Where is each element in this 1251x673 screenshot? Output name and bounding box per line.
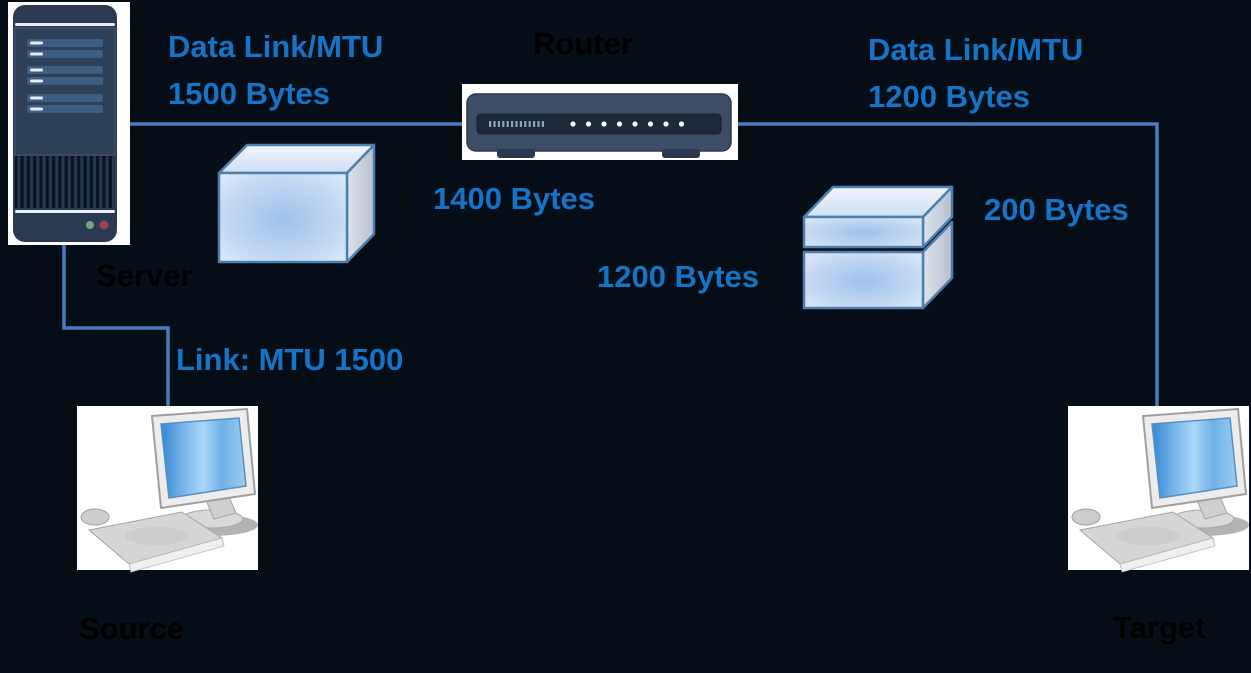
server-image bbox=[8, 2, 130, 245]
link-server-to-source bbox=[62, 244, 170, 406]
label-packet-1400-bytes: 1400 Bytes bbox=[433, 181, 596, 216]
source-computer-image bbox=[76, 405, 259, 573]
packet-1200-front-face bbox=[802, 250, 925, 310]
brace-1200-bytes bbox=[771, 248, 795, 309]
label-target: Target bbox=[1113, 610, 1206, 645]
brace-200-bytes bbox=[954, 188, 976, 224]
label-packet-1200-bytes: 1200 Bytes bbox=[597, 259, 760, 294]
target-computer-image bbox=[1067, 405, 1250, 573]
label-link-mtu-1500: Link: MTU 1500 bbox=[176, 342, 404, 377]
router-face-inset bbox=[476, 113, 722, 135]
server-vent-grille bbox=[15, 156, 115, 208]
server-bay-latches bbox=[30, 41, 43, 111]
label-datalink-mtu-1200: Data Link/MTU 1200 Bytes bbox=[868, 32, 1084, 114]
packet-box-1400 bbox=[217, 143, 376, 264]
packet-box-fragments bbox=[802, 185, 954, 310]
server-bottom-trim bbox=[15, 210, 115, 213]
router-image bbox=[462, 84, 738, 160]
server-top-trim bbox=[15, 23, 115, 26]
router-foot-right bbox=[662, 149, 700, 158]
packet-200-front-face bbox=[802, 215, 925, 249]
label-server: Server bbox=[96, 258, 193, 293]
server-bay-panel bbox=[14, 27, 116, 156]
link-router-to-target bbox=[737, 122, 1159, 406]
router-leds bbox=[570, 121, 685, 127]
label-datalink-mtu-1500: Data Link/MTU 1500 Bytes bbox=[168, 29, 384, 111]
label-source: Source bbox=[79, 611, 185, 646]
measurement-braces bbox=[387, 145, 976, 309]
label-router: Router bbox=[533, 26, 633, 61]
connector-lines bbox=[62, 122, 1159, 406]
label-packet-200-bytes: 200 Bytes bbox=[984, 192, 1129, 227]
brace-1400-bytes bbox=[387, 145, 412, 243]
server-led-green bbox=[86, 221, 94, 229]
server-led-red bbox=[99, 220, 109, 230]
packet-1400-front-face bbox=[217, 171, 349, 264]
router-foot-left bbox=[497, 149, 535, 158]
server-drive-bays bbox=[27, 39, 103, 113]
